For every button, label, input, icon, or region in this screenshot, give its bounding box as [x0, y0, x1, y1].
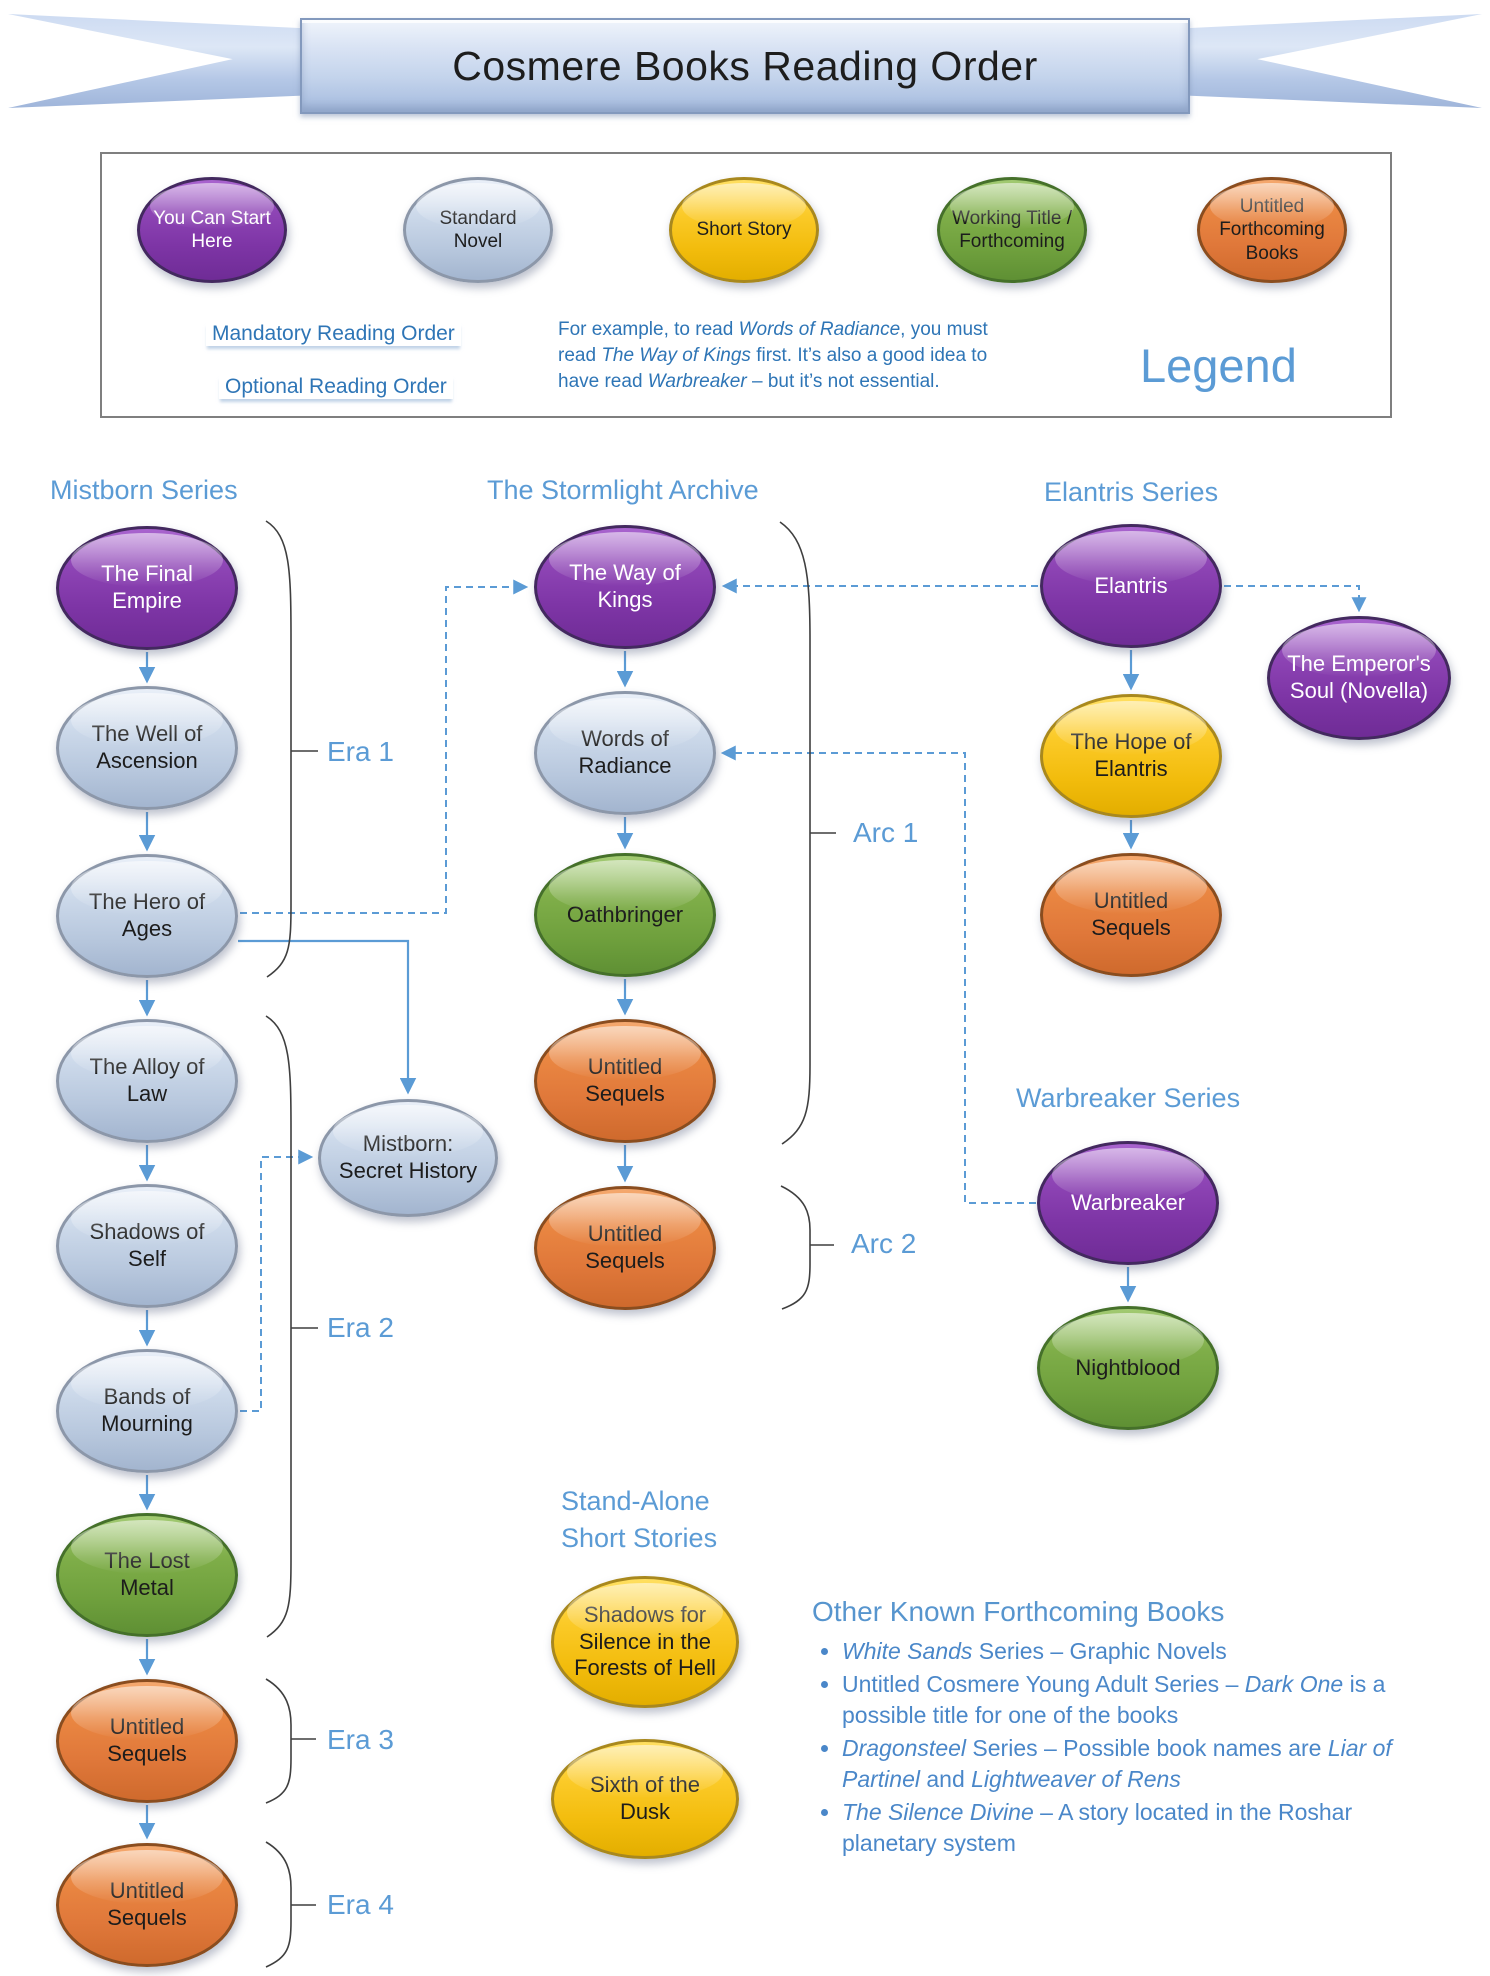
node-way-of-kings: The Way of Kings: [534, 525, 716, 649]
node-hope-of-elantris: The Hope of Elantris: [1040, 694, 1222, 818]
arc2-bracket: [780, 1185, 834, 1310]
node-sixth-of-the-dusk: Sixth of the Dusk: [551, 1739, 739, 1859]
node-elantris: Elantris: [1040, 524, 1222, 648]
node-the-final-empire: The Final Empire: [56, 526, 238, 650]
banner-ribbon-tail-left: [8, 14, 320, 108]
banner-ribbon-tail-right: [1170, 14, 1482, 108]
era1-label: Era 1: [327, 736, 394, 767]
node-mistborn-secret-history: Mistborn: Secret History: [318, 1099, 498, 1217]
node-mistborn-untitled-sequels-era3: Untitled Sequels: [56, 1679, 238, 1803]
section-title-stormlight: The Stormlight Archive: [487, 475, 759, 505]
node-emperors-soul: The Emperor's Soul (Novella): [1267, 616, 1451, 740]
arc2-label: Arc 2: [851, 1228, 917, 1259]
arrow-hero-to-secret-history: [238, 939, 417, 1095]
section-title-warbreaker: Warbreaker Series: [1016, 1083, 1241, 1113]
short-stories-title-line1: Stand-Alone: [561, 1486, 710, 1516]
node-words-of-radiance: Words of Radiance: [534, 691, 716, 815]
legend-title: Legend: [1140, 339, 1297, 392]
node-alloy-of-law: The Alloy of Law: [56, 1019, 238, 1143]
optional-reading-order-label: Optional Reading Order: [219, 375, 453, 399]
arc1-bracket: [779, 521, 836, 1145]
legend-node-standard-novel: Standard Novel: [403, 177, 553, 283]
node-shadows-for-silence: Shadows for Silence in the Forests of He…: [551, 1576, 739, 1708]
node-well-of-ascension: The Well of Ascension: [56, 686, 238, 810]
short-stories-title-line2: Short Stories: [561, 1523, 718, 1553]
era4-bracket: [265, 1841, 316, 1968]
section-title-short-stories: Stand-Alone Short Stories: [561, 1483, 717, 1557]
node-the-lost-metal: The Lost Metal: [56, 1513, 238, 1637]
node-hero-of-ages: The Hero of Ages: [56, 854, 238, 978]
node-elantris-untitled-sequels: Untitled Sequels: [1040, 853, 1222, 977]
forthcoming-bullet-dark-one: Untitled Cosmere Young Adult Series – Da…: [842, 1669, 1420, 1731]
arc1-label: Arc 1: [853, 817, 919, 848]
title-banner: Cosmere Books Reading Order: [8, 6, 1482, 124]
dashed-elantris-to-emperors-soul: [1224, 585, 1367, 613]
era2-label: Era 2: [327, 1312, 394, 1343]
banner-plate: Cosmere Books Reading Order: [300, 18, 1190, 114]
section-title-elantris: Elantris Series: [1044, 477, 1219, 507]
era3-bracket: [265, 1678, 316, 1804]
legend-node-start-here: You Can Start Here: [137, 177, 287, 283]
legend-node-short-story: Short Story: [669, 177, 819, 283]
node-mistborn-untitled-sequels-era4: Untitled Sequels: [56, 1843, 238, 1967]
era1-bracket: [265, 520, 318, 978]
page-title: Cosmere Books Reading Order: [452, 42, 1038, 89]
node-shadows-of-self: Shadows of Self: [56, 1184, 238, 1308]
mandatory-reading-order-label: Mandatory Reading Order: [206, 322, 461, 346]
legend-node-untitled-forthcoming: Untitled Forthcoming Books: [1197, 177, 1347, 283]
node-stormlight-untitled-sequels-1: Untitled Sequels: [534, 1019, 716, 1143]
legend-example-text: For example, to read Words of Radiance, …: [558, 319, 988, 392]
forthcoming-bullet-dragonsteel: Dragonsteel Series – Possible book names…: [842, 1733, 1420, 1795]
forthcoming-bullet-silence-divine: The Silence Divine – A story located in …: [842, 1797, 1420, 1859]
era4-label: Era 4: [327, 1889, 394, 1920]
forthcoming-list: White Sands Series – Graphic Novels Unti…: [812, 1636, 1420, 1859]
node-stormlight-untitled-sequels-2: Untitled Sequels: [534, 1186, 716, 1310]
node-oathbringer: Oathbringer: [534, 853, 716, 977]
forthcoming-books-block: Other Known Forthcoming Books White Sand…: [812, 1596, 1420, 1861]
node-nightblood: Nightblood: [1037, 1306, 1219, 1430]
node-warbreaker: Warbreaker: [1037, 1141, 1219, 1265]
section-title-mistborn: Mistborn Series: [50, 475, 238, 505]
legend-node-working-title: Working Title / Forthcoming: [937, 177, 1087, 283]
era2-bracket: [265, 1015, 318, 1638]
forthcoming-bullet-white-sands: White Sands Series – Graphic Novels: [842, 1636, 1420, 1667]
node-bands-of-mourning: Bands of Mourning: [56, 1349, 238, 1473]
dashed-bands-to-secret-history: [240, 1149, 314, 1412]
forthcoming-heading: Other Known Forthcoming Books: [812, 1596, 1225, 1627]
era3-label: Era 3: [327, 1724, 394, 1755]
